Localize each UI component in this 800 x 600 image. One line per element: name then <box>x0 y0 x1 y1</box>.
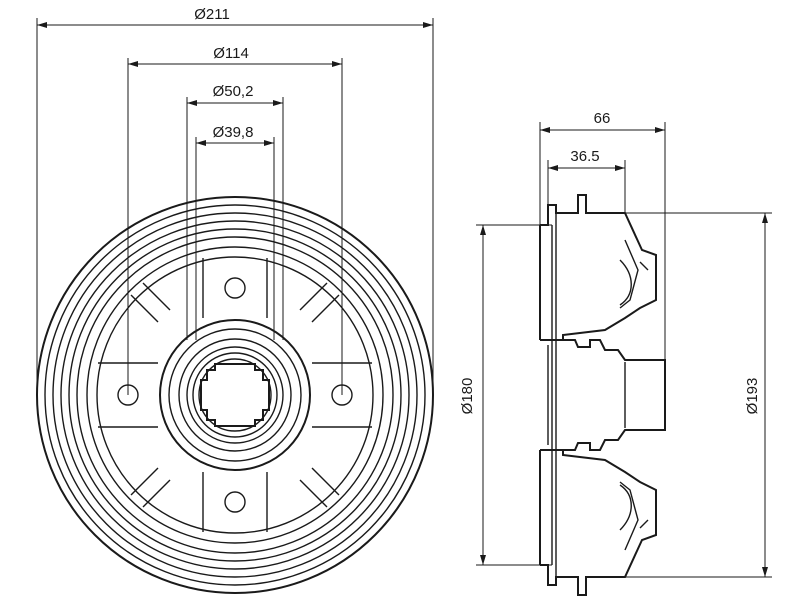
label-braking-surface-diameter: Ø180 <box>459 378 476 415</box>
center-bore <box>200 363 270 427</box>
dim-overall-width <box>539 122 666 360</box>
dim-outer <box>625 212 772 578</box>
dim-drum-outer <box>36 18 434 395</box>
front-view: Ø211 Ø114 Ø50,2 Ø39,8 <box>36 6 434 594</box>
label-outer-diameter: Ø193 <box>744 378 761 415</box>
bolt-bosses <box>98 258 372 532</box>
bolt-hole-bottom <box>224 491 246 513</box>
label-center-bore-diameter: Ø39,8 <box>213 124 254 141</box>
dim-bolt-circle <box>127 58 343 395</box>
bolt-holes <box>117 277 353 513</box>
hub <box>159 319 311 471</box>
bolt-hole-top <box>224 277 246 299</box>
hub-section <box>540 339 666 451</box>
label-offset-depth: 36.5 <box>570 148 599 165</box>
spokes <box>130 282 340 508</box>
label-overall-width: 66 <box>594 110 611 127</box>
drum-rings <box>36 196 434 594</box>
label-hub-diameter: Ø50,2 <box>213 83 254 100</box>
dim-center-bore <box>195 137 275 340</box>
dim-hub <box>186 97 284 340</box>
side-view: 66 36.5 Ø180 Ø193 <box>459 110 772 596</box>
dim-offset-depth <box>547 160 626 213</box>
label-drum-outer-diameter: Ø211 <box>194 6 230 23</box>
label-bolt-circle-diameter: Ø114 <box>213 45 249 62</box>
dim-braking-surface <box>476 224 552 566</box>
drum-profile <box>539 194 657 596</box>
